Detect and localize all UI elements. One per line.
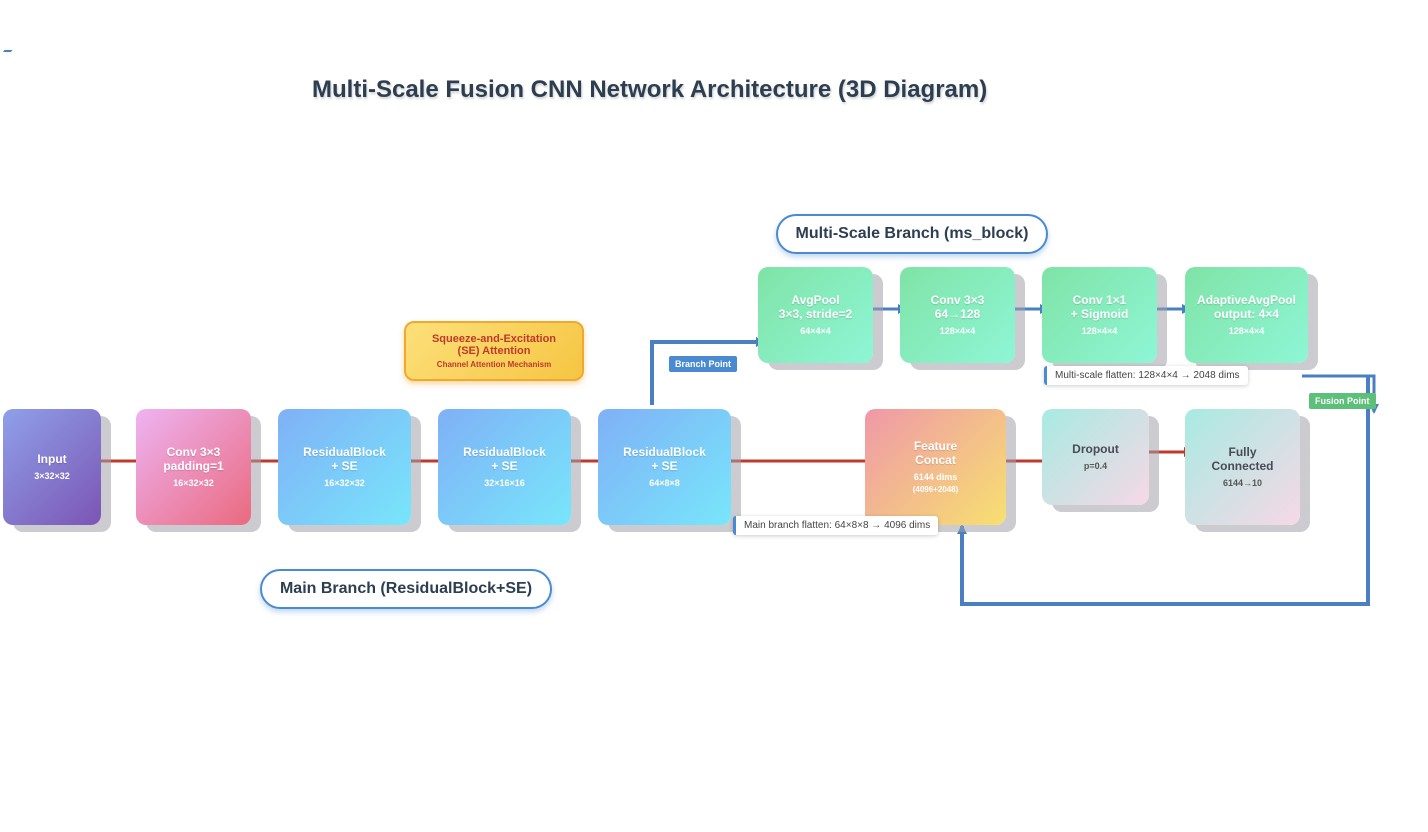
ms-avgpool-node: AvgPool 3×3, stride=2 64×4×4 [758,267,873,363]
ms-conv1-node: Conv 1×1 + Sigmoid 128×4×4 [1042,267,1157,363]
page-title: Multi-Scale Fusion CNN Network Architect… [312,76,988,103]
conv-title: Conv 3×3 padding=1 [163,445,224,473]
ms-conv3-title: Conv 3×3 64→128 [930,293,985,321]
ms-adaptive-pool-shape: 128×4×4 [1228,326,1265,336]
conv-shape: 16×32×32 [173,478,214,488]
ms-branch-label: Multi-Scale Branch (ms_block) [776,214,1048,254]
se-attention-subtitle: Channel Attention Mechanism [436,360,552,369]
ms-flatten-note: Multi-scale flatten: 128×4×4 → 2048 dims [1044,366,1248,385]
dropout-node: Dropout p=0.4 [1042,409,1149,505]
ms-avgpool-title: AvgPool 3×3, stride=2 [778,293,853,321]
residual-block-2-shape: 32×16×16 [484,478,525,488]
input-node: Input 3×32×32 [3,409,101,525]
fully-connected-node: Fully Connected 6144→10 [1185,409,1300,525]
concat-detail: (4096+2048) [912,485,959,494]
dropout-title: Dropout [1072,442,1119,456]
residual-block-3: ResidualBlock + SE 64×8×8 [598,409,731,525]
residual-block-3-shape: 64×8×8 [649,478,680,488]
branch-point-tag: Branch Point [669,356,738,372]
ms-conv1-shape: 128×4×4 [1081,326,1118,336]
concat-shape: 6144 dims [913,472,958,482]
main-branch-label: Main Branch (ResidualBlock+SE) [260,569,552,609]
ms-avgpool-shape: 64×4×4 [800,326,831,336]
se-attention-title: Squeeze-and-Excitation (SE) Attention [431,333,557,357]
fc-shape: 6144→10 [1222,478,1263,488]
se-attention-box: Squeeze-and-Excitation (SE) Attention Ch… [404,321,584,381]
arrow-fusion-return [957,376,1370,606]
residual-block-3-title: ResidualBlock + SE [623,445,706,473]
fusion-point-tag: Fusion Point [1309,393,1376,409]
residual-block-1: ResidualBlock + SE 16×32×32 [278,409,411,525]
input-title: Input [37,452,67,466]
ms-adaptive-pool-node: AdaptiveAvgPool output: 4×4 128×4×4 [1185,267,1308,363]
fc-title: Fully Connected [1211,445,1274,473]
concat-title: Feature Concat [913,439,958,467]
residual-block-1-title: ResidualBlock + SE [303,445,386,473]
ms-conv1-title: Conv 1×1 + Sigmoid [1070,293,1129,321]
ms-adaptive-pool-title: AdaptiveAvgPool output: 4×4 [1197,293,1296,321]
residual-block-2: ResidualBlock + SE 32×16×16 [438,409,571,525]
arrow-branch-up [650,337,766,405]
residual-block-2-title: ResidualBlock + SE [463,445,546,473]
feature-concat-node: Feature Concat 6144 dims (4096+2048) [865,409,1006,525]
input-shape: 3×32×32 [34,471,70,481]
ms-conv3-shape: 128×4×4 [939,326,976,336]
dropout-shape: p=0.4 [1083,461,1108,471]
residual-block-1-shape: 16×32×32 [324,478,365,488]
ms-conv3-node: Conv 3×3 64→128 128×4×4 [900,267,1015,363]
main-flatten-note: Main branch flatten: 64×8×8 → 4096 dims [733,516,939,535]
conv-node: Conv 3×3 padding=1 16×32×32 [136,409,251,525]
